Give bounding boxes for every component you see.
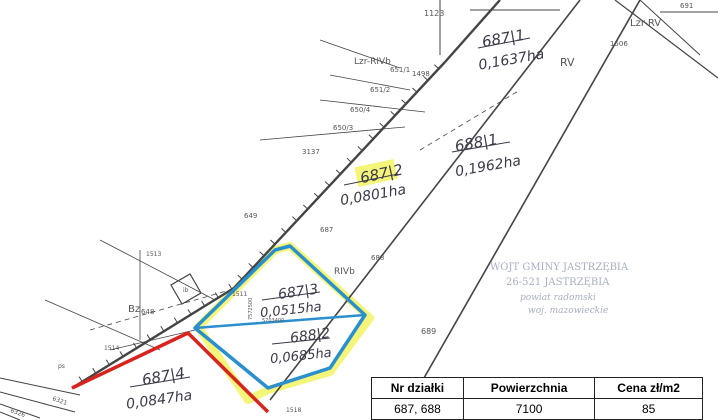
label-689: 689	[421, 327, 436, 336]
parcel-687-2: 687|2 0,0801ha	[339, 161, 407, 210]
label-687: 687	[320, 226, 333, 234]
label-bz: Bz	[128, 304, 140, 315]
header-price: Cena zł/m2	[594, 377, 703, 399]
parcel-area: 0,1962ha	[454, 153, 522, 180]
label-1513: 1513	[146, 251, 161, 258]
parcel-area: 0,0847ha	[125, 388, 193, 413]
boundary-tick	[324, 181, 330, 187]
red-boundary	[71, 331, 270, 414]
cell-area: 7100	[462, 398, 596, 420]
boundary-tick	[412, 87, 418, 93]
boundary-tick	[173, 317, 178, 324]
parcel-688-1: 688|1 0,1962ha	[451, 130, 522, 180]
boundary-tick	[78, 376, 83, 382]
blue-boundary-divider	[194, 313, 366, 330]
label-1518: 1518	[286, 407, 301, 414]
parcel-687-3: 687|3 0,0515ha	[259, 282, 322, 322]
map-labels: 1123 Lzr-RV 691 1506 RV Lzr-RIVb 651/1 1…	[9, 2, 693, 419]
boundary-tick	[92, 367, 97, 374]
stamp-line-1: WÓJT GMINY JASTRZĘBIA	[490, 261, 629, 273]
label-rivb: RIVb	[334, 267, 355, 277]
header-area: Powierzchnia	[462, 377, 596, 399]
parcel-number: 688|1	[453, 130, 499, 155]
label-650-4: 650/4	[350, 106, 371, 114]
price-table: Nr działki Powierzchnia Cena zł/m2 687, …	[371, 377, 703, 420]
boundary-tick	[292, 216, 298, 222]
parcel-area: 0,0801ha	[339, 182, 407, 209]
boundary-tick	[346, 157, 352, 163]
boundary-tick	[281, 227, 287, 233]
boundary-tick	[313, 192, 319, 198]
label-649: 649	[244, 212, 257, 220]
boundary-tick	[248, 263, 254, 268]
label-1506: 1506	[610, 40, 628, 48]
boundary-tick	[368, 134, 374, 140]
parcel-area: 0,0685ha	[269, 346, 332, 367]
parcel-area: 0,1637ha	[477, 46, 545, 73]
label-1498: 1498	[412, 70, 430, 78]
boundary-tick	[335, 169, 341, 175]
stamp-line-2: 26-521 JASTRZĘBIA	[506, 277, 610, 288]
label-6321: 6321	[51, 395, 68, 407]
stamp-line-3: powiat radomski	[520, 293, 596, 303]
boundary-tick	[160, 325, 165, 332]
boundary-tick	[228, 283, 233, 290]
stamp-line-4: woj. mazowieckie	[528, 306, 608, 316]
boundary-tick	[423, 75, 429, 81]
boundary-tick	[379, 122, 385, 128]
parcel-number: 688|2	[289, 325, 331, 346]
label-3137: 3137	[302, 148, 320, 156]
parcel-number: 687|3	[277, 282, 319, 303]
boundary-tick	[357, 146, 363, 151]
parcel-688-2: 688|2 0,0685ha	[269, 325, 332, 367]
boundary-tick	[237, 274, 243, 280]
label-1511: 1511	[232, 291, 247, 298]
table-header-row: Nr działki Powierzchnia Cena zł/m2	[371, 377, 703, 399]
table-row: 687, 688 7100 85	[371, 398, 703, 420]
boundary-tick	[146, 334, 151, 340]
parcel-area: 0,0515ha	[259, 300, 322, 321]
boundary-tick	[201, 300, 206, 307]
label-ps: ps	[58, 363, 65, 370]
label-6326: 6326	[9, 407, 26, 419]
boundary-tick	[302, 204, 309, 210]
boundary-tick	[133, 342, 138, 349]
boundary-tick	[214, 292, 219, 298]
label-650-3: 650/3	[333, 124, 353, 132]
official-stamp: WÓJT GMINY JASTRZĘBIA 26-521 JASTRZĘBIA …	[490, 261, 629, 316]
header-plot-number: Nr działki	[371, 377, 464, 399]
label-coord-2: 5703400	[262, 318, 284, 324]
label-lzr-rv: Lzr-RV	[630, 18, 661, 29]
label-651-1: 651/1	[390, 66, 410, 74]
label-651-2: 651/2	[370, 86, 390, 94]
boundary-ticks	[78, 64, 440, 382]
label-rv: RV	[560, 56, 575, 69]
boundary-tick	[390, 111, 396, 116]
label-648: 648	[141, 308, 154, 316]
parcel-687-1: 687|1 0,1637ha	[477, 26, 545, 74]
boundary-tick	[105, 359, 110, 366]
boundary-tick	[270, 239, 276, 245]
parcel-687-2-label-highlight	[354, 159, 398, 187]
parcel-number: 687|1	[481, 26, 527, 51]
label-1514: 1514	[104, 345, 119, 352]
boundary-tick	[187, 309, 192, 315]
boundary-tick	[259, 251, 265, 257]
parcel-number: 687|4	[141, 364, 187, 389]
label-lzr-rivb: Lzr-RIVb	[354, 57, 391, 67]
boundary-tick	[401, 99, 407, 105]
label-688: 688	[371, 254, 384, 262]
label-691: 691	[680, 2, 693, 10]
cell-plot-number: 687, 688	[371, 398, 464, 420]
label-1123: 1123	[424, 9, 444, 18]
parcel-687-4: 687|4 0,0847ha	[125, 364, 193, 413]
boundary-tick	[434, 64, 440, 70]
boundary-tick	[119, 351, 124, 357]
cell-price: 85	[594, 398, 703, 420]
label-coord-1: 7572500	[248, 298, 254, 320]
label-ib: ib	[183, 287, 189, 294]
